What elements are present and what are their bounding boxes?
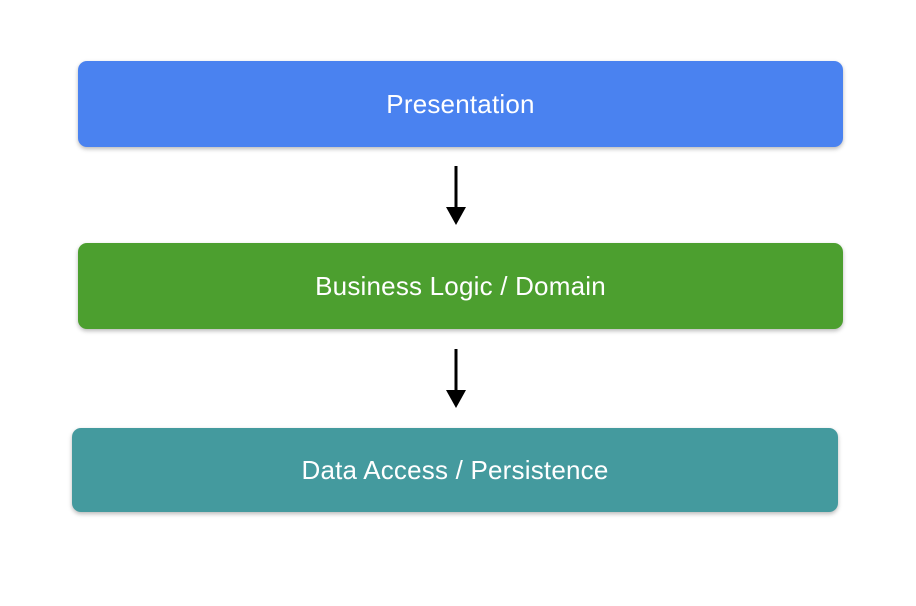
arrow-down-icon	[446, 166, 466, 225]
layer-label-data-access: Data Access / Persistence	[301, 454, 609, 485]
arrow-down-icon	[446, 349, 466, 408]
layer-label-presentation: Presentation	[386, 88, 535, 119]
layer-box-data-access: Data Access / Persistence	[72, 428, 838, 512]
layer-label-business-logic: Business Logic / Domain	[315, 270, 606, 301]
layer-box-business-logic: Business Logic / Domain	[78, 243, 843, 329]
layer-box-presentation: Presentation	[78, 61, 843, 147]
